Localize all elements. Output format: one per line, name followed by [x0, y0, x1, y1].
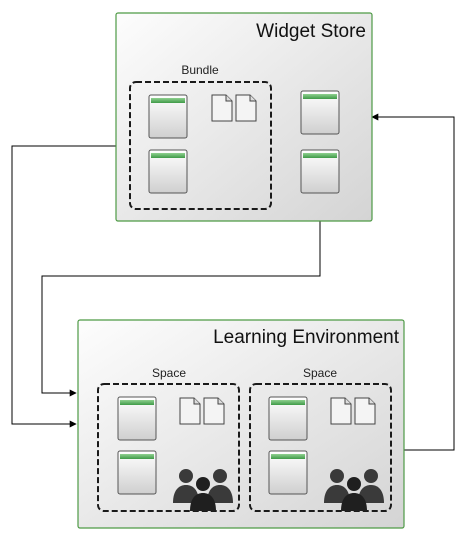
widget-icon [300, 149, 340, 194]
document-icon [354, 397, 376, 425]
connector-lines [11, 113, 455, 451]
widget-icon [148, 94, 188, 139]
connector-space-to-store [371, 113, 455, 451]
widget-icon [148, 149, 188, 194]
widget-icon [268, 450, 308, 495]
bundle-label: Bundle [181, 63, 219, 77]
widget-icon [117, 396, 157, 441]
connector-widget-to-environment [41, 194, 321, 397]
space-label: Space [303, 366, 337, 380]
widget-icon [300, 90, 340, 135]
document-icon [330, 397, 352, 425]
widget-icon [268, 396, 308, 441]
bundle-group: Bundle [129, 63, 272, 210]
space-label: Space [152, 366, 186, 380]
connector-bundle-to-environment [11, 145, 130, 428]
space-group-1: Space [97, 366, 240, 512]
document-icon [211, 94, 233, 122]
document-icon [235, 94, 257, 122]
widget-icon [117, 450, 157, 495]
document-icon [179, 397, 201, 425]
space-group-2: Space [249, 366, 392, 512]
learning-environment-title: Learning Environment [213, 327, 400, 348]
widget-store-box: Widget Store Bundle [115, 12, 373, 222]
learning-environment-box: Learning Environment Space Space [77, 319, 405, 529]
widget-store-title: Widget Store [256, 21, 366, 42]
document-icon [203, 397, 225, 425]
